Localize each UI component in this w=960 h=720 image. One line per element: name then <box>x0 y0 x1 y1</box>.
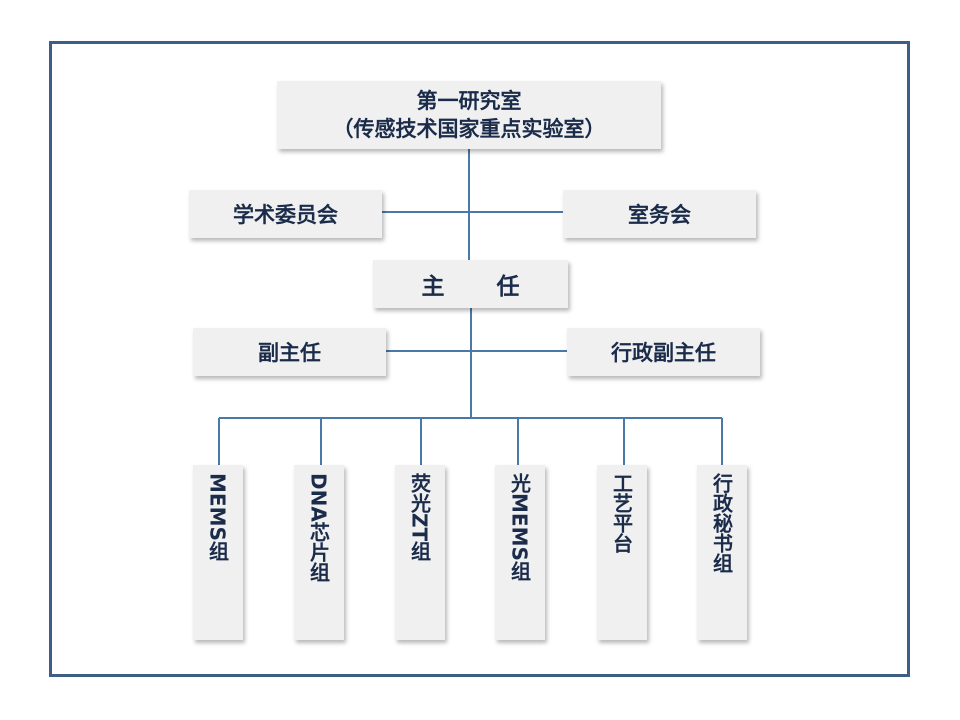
admin-deputy-director-box: 行政副主任 <box>567 328 760 376</box>
affairs-committee-label: 室务会 <box>628 203 691 227</box>
group-box-1: MEMS组 <box>193 465 243 640</box>
lab-title-box: 第一研究室 （传感技术国家重点实验室） <box>277 81 661 149</box>
group-box-5: 工艺平台 <box>597 465 647 640</box>
group-box-3: 荧光ZT组 <box>395 465 445 640</box>
affairs-committee-box: 室务会 <box>563 190 756 238</box>
lab-title-line2: （传感技术国家重点实验室） <box>332 117 606 141</box>
admin-deputy-director-label: 行政副主任 <box>611 341 716 365</box>
director-box: 主 任 <box>373 260 568 308</box>
deputy-director-label: 副主任 <box>258 341 321 365</box>
group-label-5: 工艺平台 <box>609 473 634 553</box>
group-box-2: DNA芯片组 <box>294 465 344 640</box>
group-label-4: 光MEMS组 <box>507 473 532 581</box>
group-label-1: MEMS组 <box>205 473 230 561</box>
deputy-director-box: 副主任 <box>193 328 386 376</box>
academic-committee-label: 学术委员会 <box>233 203 338 227</box>
group-box-4: 光MEMS组 <box>495 465 545 640</box>
group-label-6: 行政秘书组 <box>709 473 734 573</box>
group-label-2: DNA芯片组 <box>306 473 331 582</box>
lab-title-line1: 第一研究室 <box>416 89 522 113</box>
director-label: 主 任 <box>421 274 542 300</box>
group-box-6: 行政秘书组 <box>697 465 747 640</box>
academic-committee-box: 学术委员会 <box>189 190 382 238</box>
group-label-3: 荧光ZT组 <box>407 473 432 562</box>
